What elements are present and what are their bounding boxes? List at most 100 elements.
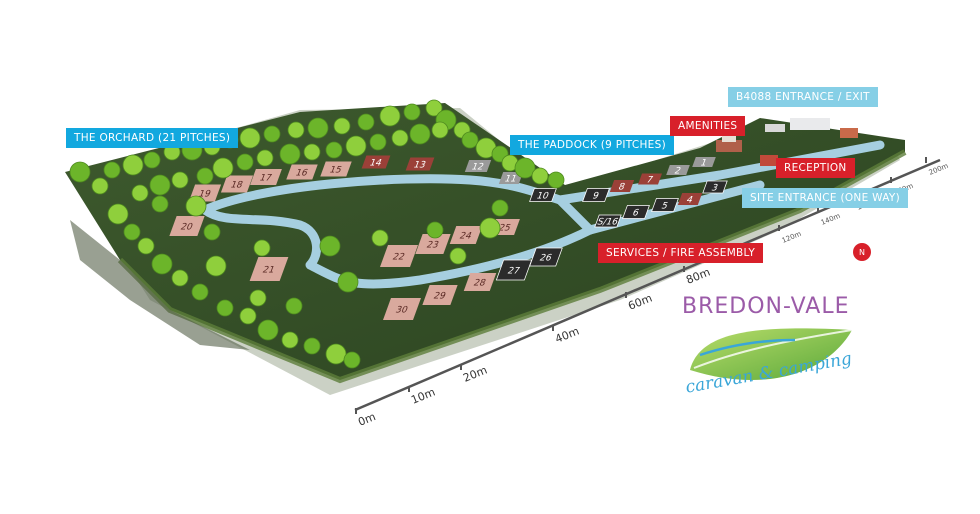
pitch: 11 [498,172,524,185]
pitch: 14 [361,155,391,169]
tree [239,307,257,325]
site-entrance-label: SITE ENTRANCE (ONE WAY) [742,188,909,208]
tree [171,269,189,287]
pitch: 15 [320,161,352,177]
pitch-number: 6 [631,208,641,219]
pitch: 29 [422,285,458,305]
pitch-number: 26 [538,253,553,264]
pitch: 26 [529,247,563,267]
reception-building [760,155,778,166]
tree [391,129,409,147]
pitch-number: 15 [328,165,343,176]
tree [236,153,254,171]
pitch: 8 [609,180,635,193]
pitch-number: 3 [710,183,720,194]
tree [303,337,321,355]
tree [131,184,149,202]
pitch-number: 1 [699,158,709,169]
tree [357,113,375,131]
pitch-number: 18 [229,180,244,191]
services-label: SERVICES / FIRE ASSEMBLY [598,243,764,263]
pitch: 21 [249,257,289,281]
trees-layer [69,99,565,369]
tree [403,103,421,121]
pitch-number: S/16 [596,217,620,228]
tree [425,99,443,117]
amenities-building [716,134,742,152]
pitch-number: 10 [535,191,550,202]
tree [203,223,221,241]
pitch-number: 4 [685,195,695,206]
pitch: 1 [692,157,716,168]
tree [337,271,359,293]
tree [287,121,305,139]
tree [212,157,234,179]
pitch-number: 21 [261,265,276,276]
tree [307,117,329,139]
pitch: 9 [582,188,610,202]
pitch: 12 [464,160,492,173]
tree [343,351,361,369]
tree [333,117,351,135]
scale-tick-label: 20m [461,363,489,384]
pitch: 10 [529,188,557,202]
tree [123,223,141,241]
pitch-number: 7 [645,175,655,186]
pitch: S/16 [594,214,622,228]
pitch-number: 28 [472,278,487,289]
tree [285,297,303,315]
tree [379,105,401,127]
pitch-number: 2 [673,166,683,177]
tree [107,203,129,225]
pitch: 24 [449,226,483,244]
pitch-number: 20 [179,222,194,233]
pitch: 17 [250,169,282,185]
scale-tick-label: 140m [820,212,842,227]
tree [449,247,467,265]
pitch: 28 [463,273,497,291]
pitch: 3 [702,180,728,194]
reception-label: RECEPTION [776,158,855,178]
tree [151,253,173,275]
tree [325,343,347,365]
tree [426,221,444,239]
amenities-label: AMENITIES [670,116,746,136]
pitch: 22 [379,245,419,267]
tree [191,283,209,301]
pitch: 7 [637,173,663,186]
tree [149,174,171,196]
pitch: 2 [666,165,690,176]
tree [431,121,449,139]
scale-tick-label: 0m [356,410,377,429]
pitch: 18 [220,175,254,193]
tree [103,161,121,179]
tree [263,125,281,143]
logo-title: BREDON-VALE [682,294,850,319]
pitch-number: 11 [503,174,518,185]
pitch: 20 [169,216,205,236]
pitch-number: 9 [591,191,601,202]
paddock-label: THE PADDOCK (9 PITCHES) [510,135,674,155]
farm-buildings [765,118,858,138]
tree [216,299,234,317]
pitch-number: 12 [470,162,485,173]
pitch-number: 5 [660,201,670,212]
tree [205,255,227,277]
pitch: 4 [677,193,703,206]
b4088-label: B4088 ENTRANCE / EXIT [728,87,878,107]
pitch: 5 [651,198,679,212]
pitch: 16 [286,164,318,180]
tree [281,331,299,349]
tree [325,141,343,159]
tree [547,171,565,189]
pitch-number: 8 [617,182,627,193]
tree [303,143,321,161]
svg-text:N: N [859,248,865,257]
scale-tick-label: 120m [781,230,803,245]
tree [137,237,155,255]
scale-tick-label: 40m [553,324,581,345]
pitch: 13 [405,157,435,171]
tree [461,131,479,149]
